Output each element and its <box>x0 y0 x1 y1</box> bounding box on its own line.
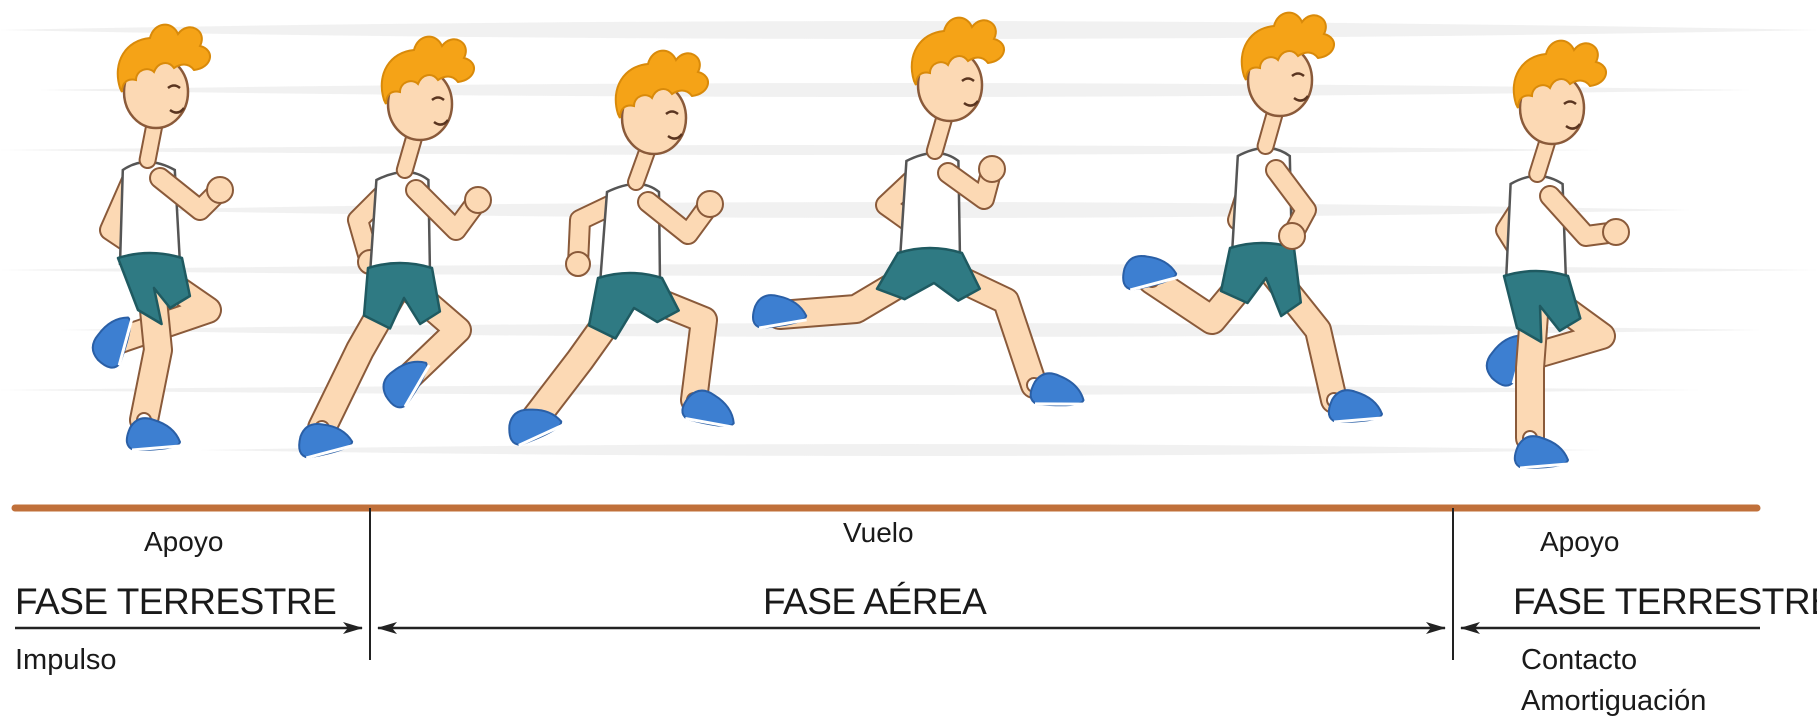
right-sub-label-1: Contacto <box>1521 646 1637 675</box>
background-streak <box>0 385 1700 395</box>
runner-frame-6 <box>1482 41 1629 468</box>
background-streak <box>40 83 1750 97</box>
left-sub-label: Impulso <box>15 646 117 675</box>
flight-label: Vuelo <box>843 519 914 547</box>
runners-group <box>88 13 1629 468</box>
runner-frame-5 <box>1120 13 1382 422</box>
background-streak <box>200 444 1600 456</box>
background-streak <box>0 21 1817 39</box>
air-phase-title: FASE AÉREA <box>763 583 986 620</box>
background-streak <box>0 145 1600 155</box>
runner-frame-2 <box>296 37 491 459</box>
right-sub-label-2: Amortiguación <box>1521 687 1706 716</box>
right-phase-title: FASE TERRESTRE <box>1513 583 1817 620</box>
background-streak <box>60 323 1760 337</box>
left-support-label: Apoyo <box>144 528 223 556</box>
right-support-label: Apoyo <box>1540 528 1619 556</box>
left-phase-title: FASE TERRESTRE <box>15 583 336 620</box>
